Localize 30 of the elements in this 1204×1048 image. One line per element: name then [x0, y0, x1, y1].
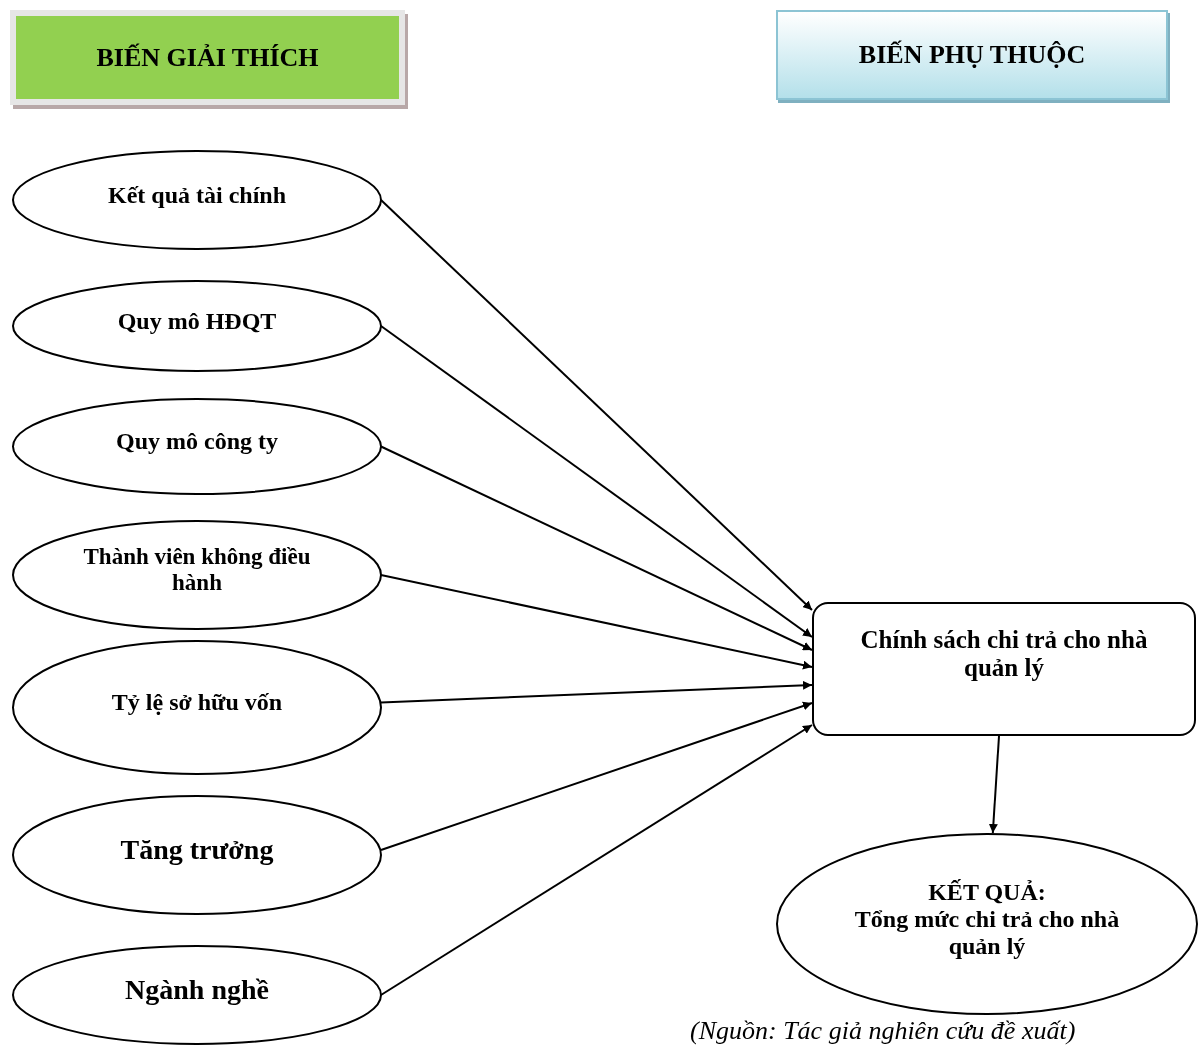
- node-label: Chính sách chi trả cho nhà quản lý: [859, 626, 1149, 682]
- caption: (Nguồn: Tác giả nghiên cứu đề xuất): [690, 1016, 1076, 1046]
- arrow: [380, 199, 813, 611]
- header-box: [776, 10, 1168, 100]
- node-label: Ngành nghề: [125, 974, 269, 1006]
- arrow: [380, 680, 813, 704]
- node-label: Tỷ lệ sở hữu vốn: [111, 689, 283, 716]
- process-box: [812, 602, 1196, 736]
- node-label: Tăng trưởng: [120, 834, 274, 866]
- node-label: Tổng mức chi trả cho nhà quản lý: [853, 905, 1121, 960]
- arrow: [380, 701, 813, 851]
- arrow: [380, 325, 813, 638]
- node-label: KẾT QUẢ:: [928, 878, 1046, 906]
- header-label: BIẾN PHỤ THUỘC: [858, 40, 1086, 70]
- arrow: [380, 445, 813, 651]
- variable-ellipse: [12, 520, 382, 630]
- arrow: [988, 735, 1000, 834]
- node-label: Quy mô công ty: [116, 428, 278, 455]
- variable-ellipse: [12, 398, 382, 495]
- variable-ellipse: [12, 150, 382, 250]
- header-label: BIẾN GIẢI THÍCH: [96, 42, 319, 73]
- node-label: Kết quả tài chính: [108, 181, 286, 209]
- variable-ellipse: [12, 945, 382, 1045]
- arrow: [380, 724, 813, 996]
- node-label: Thành viên không điều hành: [82, 544, 312, 596]
- variable-ellipse: [12, 280, 382, 372]
- node-label: Quy mô HĐQT: [117, 307, 277, 335]
- variable-ellipse: [12, 795, 382, 915]
- variable-ellipse: [776, 833, 1198, 1015]
- variable-ellipse: [12, 640, 382, 775]
